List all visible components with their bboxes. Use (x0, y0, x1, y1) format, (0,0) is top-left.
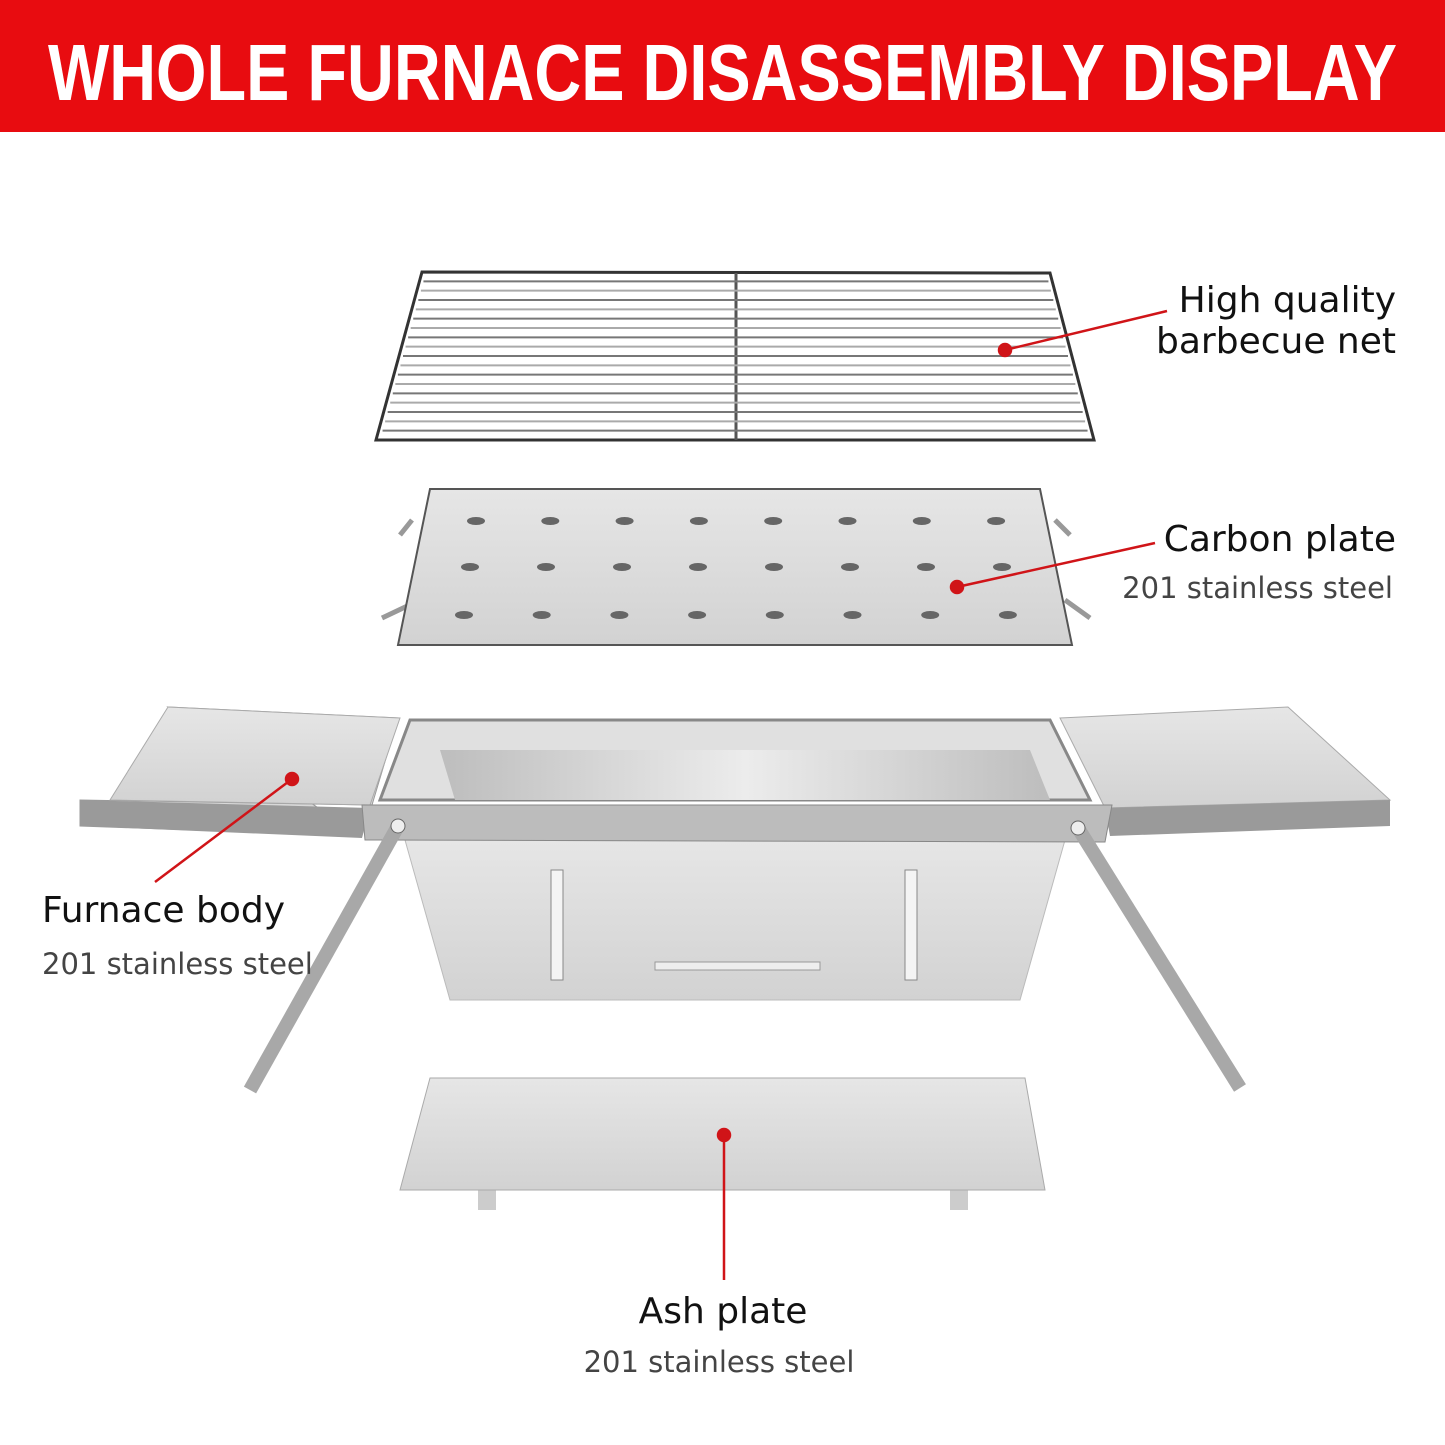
air-hole (912, 517, 931, 525)
furnace-material: 201 stainless steel (42, 947, 313, 981)
air-hole (537, 563, 555, 571)
page-title: WHOLE FURNACE DISASSEMBLY DISPLAY (48, 28, 1397, 117)
air-hole (688, 611, 707, 619)
air-hole (987, 517, 1006, 525)
air-hole (541, 517, 560, 525)
air-hole (764, 517, 783, 525)
furnace-callout-dot (284, 771, 300, 787)
ash-label: Ash plate (639, 1291, 808, 1332)
air-hole (615, 517, 634, 525)
air-hole (843, 611, 862, 619)
air-hole (838, 517, 857, 525)
air-hole (455, 611, 473, 619)
air-hole (998, 611, 1017, 619)
net-label-line1: High quality (1179, 280, 1396, 321)
furnace-body (79, 706, 1392, 1094)
barbecue-net (374, 270, 1096, 442)
ash-callout-dot (716, 1127, 732, 1143)
air-hole (532, 611, 551, 619)
ash-material: 201 stainless steel (584, 1345, 855, 1379)
air-hole (921, 611, 940, 619)
air-hole (467, 517, 485, 525)
net-callout-dot (997, 342, 1013, 358)
ash-plate (399, 1077, 1046, 1210)
carbon-label: Carbon plate (1164, 519, 1396, 560)
air-hole (689, 563, 707, 571)
air-hole (993, 563, 1011, 571)
air-hole (610, 611, 629, 619)
air-hole (765, 563, 783, 571)
carbon-callout-line (956, 541, 1156, 589)
furnace-callout-line (154, 778, 293, 883)
furnace-label: Furnace body (42, 890, 285, 931)
net-label-line2: barbecue net (1156, 321, 1396, 362)
carbon-material: 201 stainless steel (1122, 571, 1393, 605)
title-banner (0, 0, 1445, 132)
air-hole (689, 517, 708, 525)
air-hole (917, 563, 935, 571)
air-hole (461, 563, 479, 571)
air-hole (765, 611, 784, 619)
carbon-plate (380, 488, 1092, 646)
carbon-callout-dot (949, 579, 965, 595)
air-hole (613, 563, 631, 571)
air-hole (841, 563, 859, 571)
net-callout-line (1004, 309, 1168, 352)
